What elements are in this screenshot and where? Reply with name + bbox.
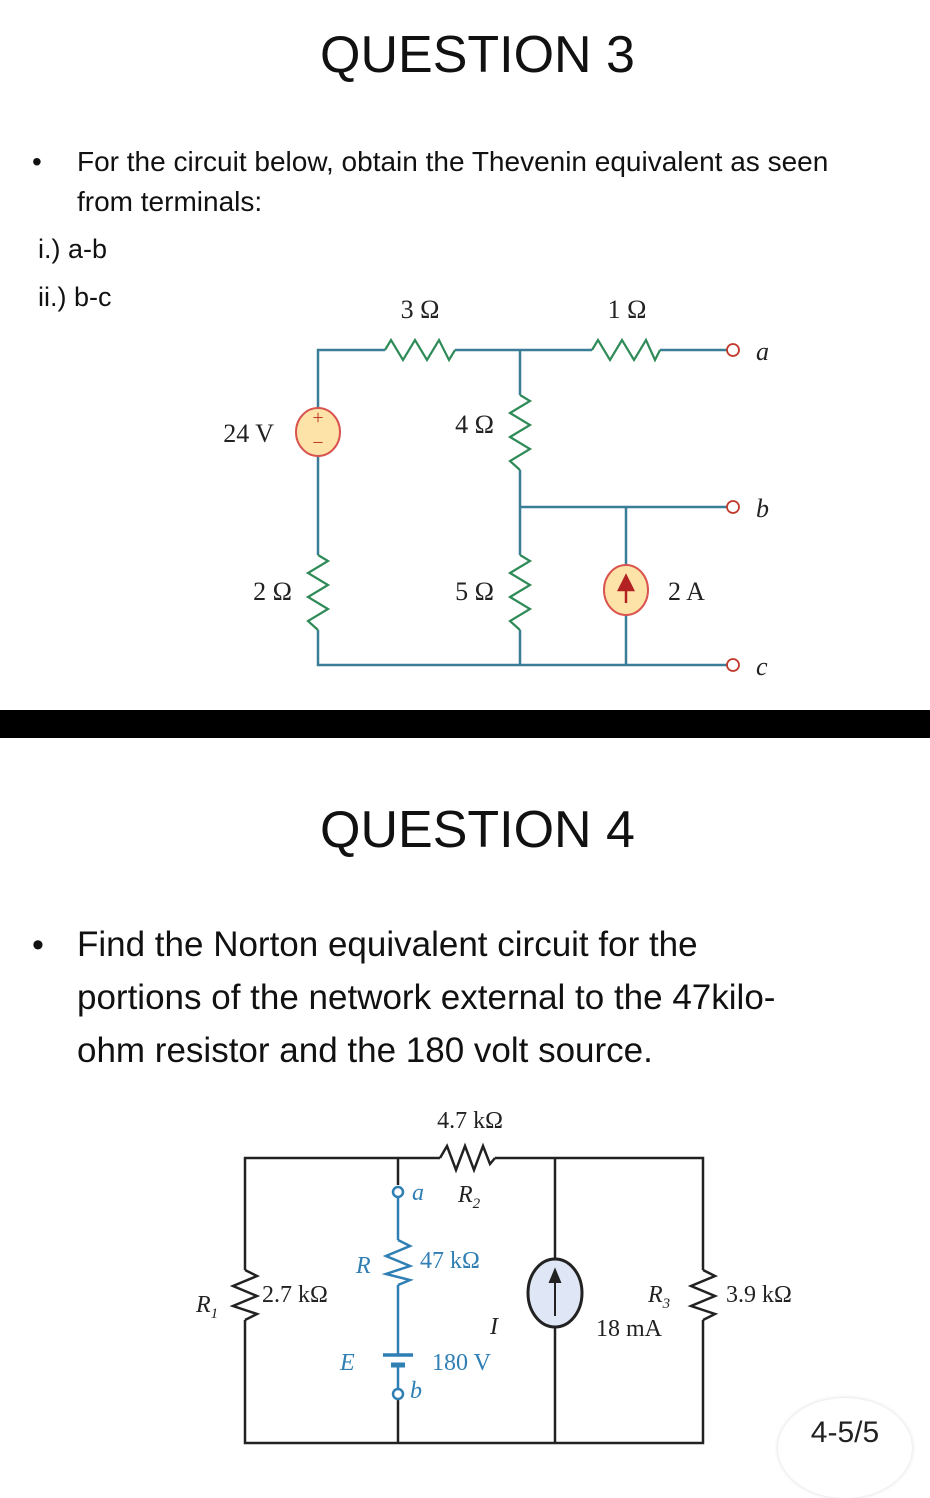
- label-1ohm: 1 Ω: [608, 295, 647, 324]
- label-3-9k: 3.9 kΩ: [726, 1282, 792, 1308]
- wire: [316, 452, 727, 667]
- bullet: •: [32, 146, 42, 177]
- wire: [316, 348, 727, 412]
- part-ii: ii.) b-c: [38, 282, 112, 312]
- resistor-r1: [229, 1268, 261, 1322]
- label-2a: 2 A: [668, 577, 705, 606]
- resistor-3ohm: [384, 337, 456, 363]
- label-r1: R1: [195, 1292, 218, 1322]
- wire: [243, 1156, 705, 1445]
- question-4-title: QUESTION 4: [320, 801, 635, 859]
- bullet: •: [32, 926, 44, 964]
- page-indicator-text: 4-5/5: [810, 1416, 880, 1449]
- label-i: I: [489, 1314, 499, 1340]
- terminal-c-node: [726, 658, 740, 672]
- resistor-r2: [438, 1142, 496, 1174]
- thevenin-circuit-diagram: + − 3 Ω 1 Ω 24 V 4 Ω 2 Ω 5 Ω 2 A a b c: [223, 295, 769, 681]
- label-2ohm: 2 Ω: [253, 577, 292, 606]
- resistor-r: [381, 1238, 414, 1287]
- label-3ohm: 3 Ω: [401, 295, 440, 324]
- terminal-a-node: [391, 1185, 405, 1199]
- label-5ohm: 5 Ω: [455, 577, 494, 606]
- arrow-up-icon: [548, 1267, 562, 1316]
- question-4-text-line1: Find the Norton equivalent circuit for t…: [77, 925, 698, 964]
- page-indicator: 4-5/5: [778, 1398, 912, 1498]
- question-3-title: QUESTION 3: [320, 26, 635, 84]
- resistor-2ohm: [305, 554, 331, 631]
- label-r3: R3: [647, 1282, 670, 1312]
- arrow-up-icon: [616, 573, 636, 603]
- plus-sign: +: [312, 407, 323, 429]
- label-terminal-a: a: [412, 1180, 424, 1206]
- question-3-text-line1: For the circuit below, obtain the Theven…: [77, 146, 829, 177]
- label-4ohm: 4 Ω: [455, 410, 494, 439]
- label-47k: 47 kΩ: [420, 1248, 480, 1274]
- label-terminal-a: a: [756, 337, 769, 366]
- question-4-text-line3: ohm resistor and the 180 volt source.: [77, 1031, 653, 1070]
- terminal-a-node: [726, 343, 740, 357]
- label-terminal-b: b: [410, 1378, 422, 1404]
- terminal-b-node: [391, 1387, 405, 1401]
- resistor-r3: [687, 1268, 719, 1322]
- wire: [396, 1158, 557, 1443]
- part-i: i.) a-b: [38, 234, 108, 264]
- label-180v: 180 V: [432, 1350, 492, 1376]
- question-4-text-line2: portions of the network external to the …: [77, 978, 776, 1017]
- label-terminal-b: b: [756, 494, 769, 523]
- norton-circuit-diagram: 4.7 kΩ R2 R1 2.7 kΩ R3 3.9 kΩ 18 mA I a …: [195, 1108, 792, 1445]
- label-18ma: 18 mA: [596, 1316, 663, 1342]
- label-r2: R2: [457, 1182, 481, 1212]
- label-2-7k: 2.7 kΩ: [262, 1282, 328, 1308]
- voltage-source-24v: [295, 407, 341, 457]
- resistor-4ohm: [507, 394, 533, 471]
- divider-bar: [0, 710, 930, 738]
- resistor-5ohm: [507, 554, 533, 631]
- label-r: R: [355, 1253, 371, 1279]
- label-terminal-c: c: [756, 652, 768, 681]
- resistor-1ohm: [591, 337, 661, 363]
- label-24v: 24 V: [223, 419, 274, 448]
- wire: [520, 505, 727, 665]
- terminal-b-node: [726, 500, 740, 514]
- question-3-text-line2: from terminals:: [77, 186, 263, 217]
- minus-sign: −: [312, 432, 323, 454]
- label-e: E: [339, 1350, 355, 1376]
- label-4-7k: 4.7 kΩ: [437, 1108, 503, 1134]
